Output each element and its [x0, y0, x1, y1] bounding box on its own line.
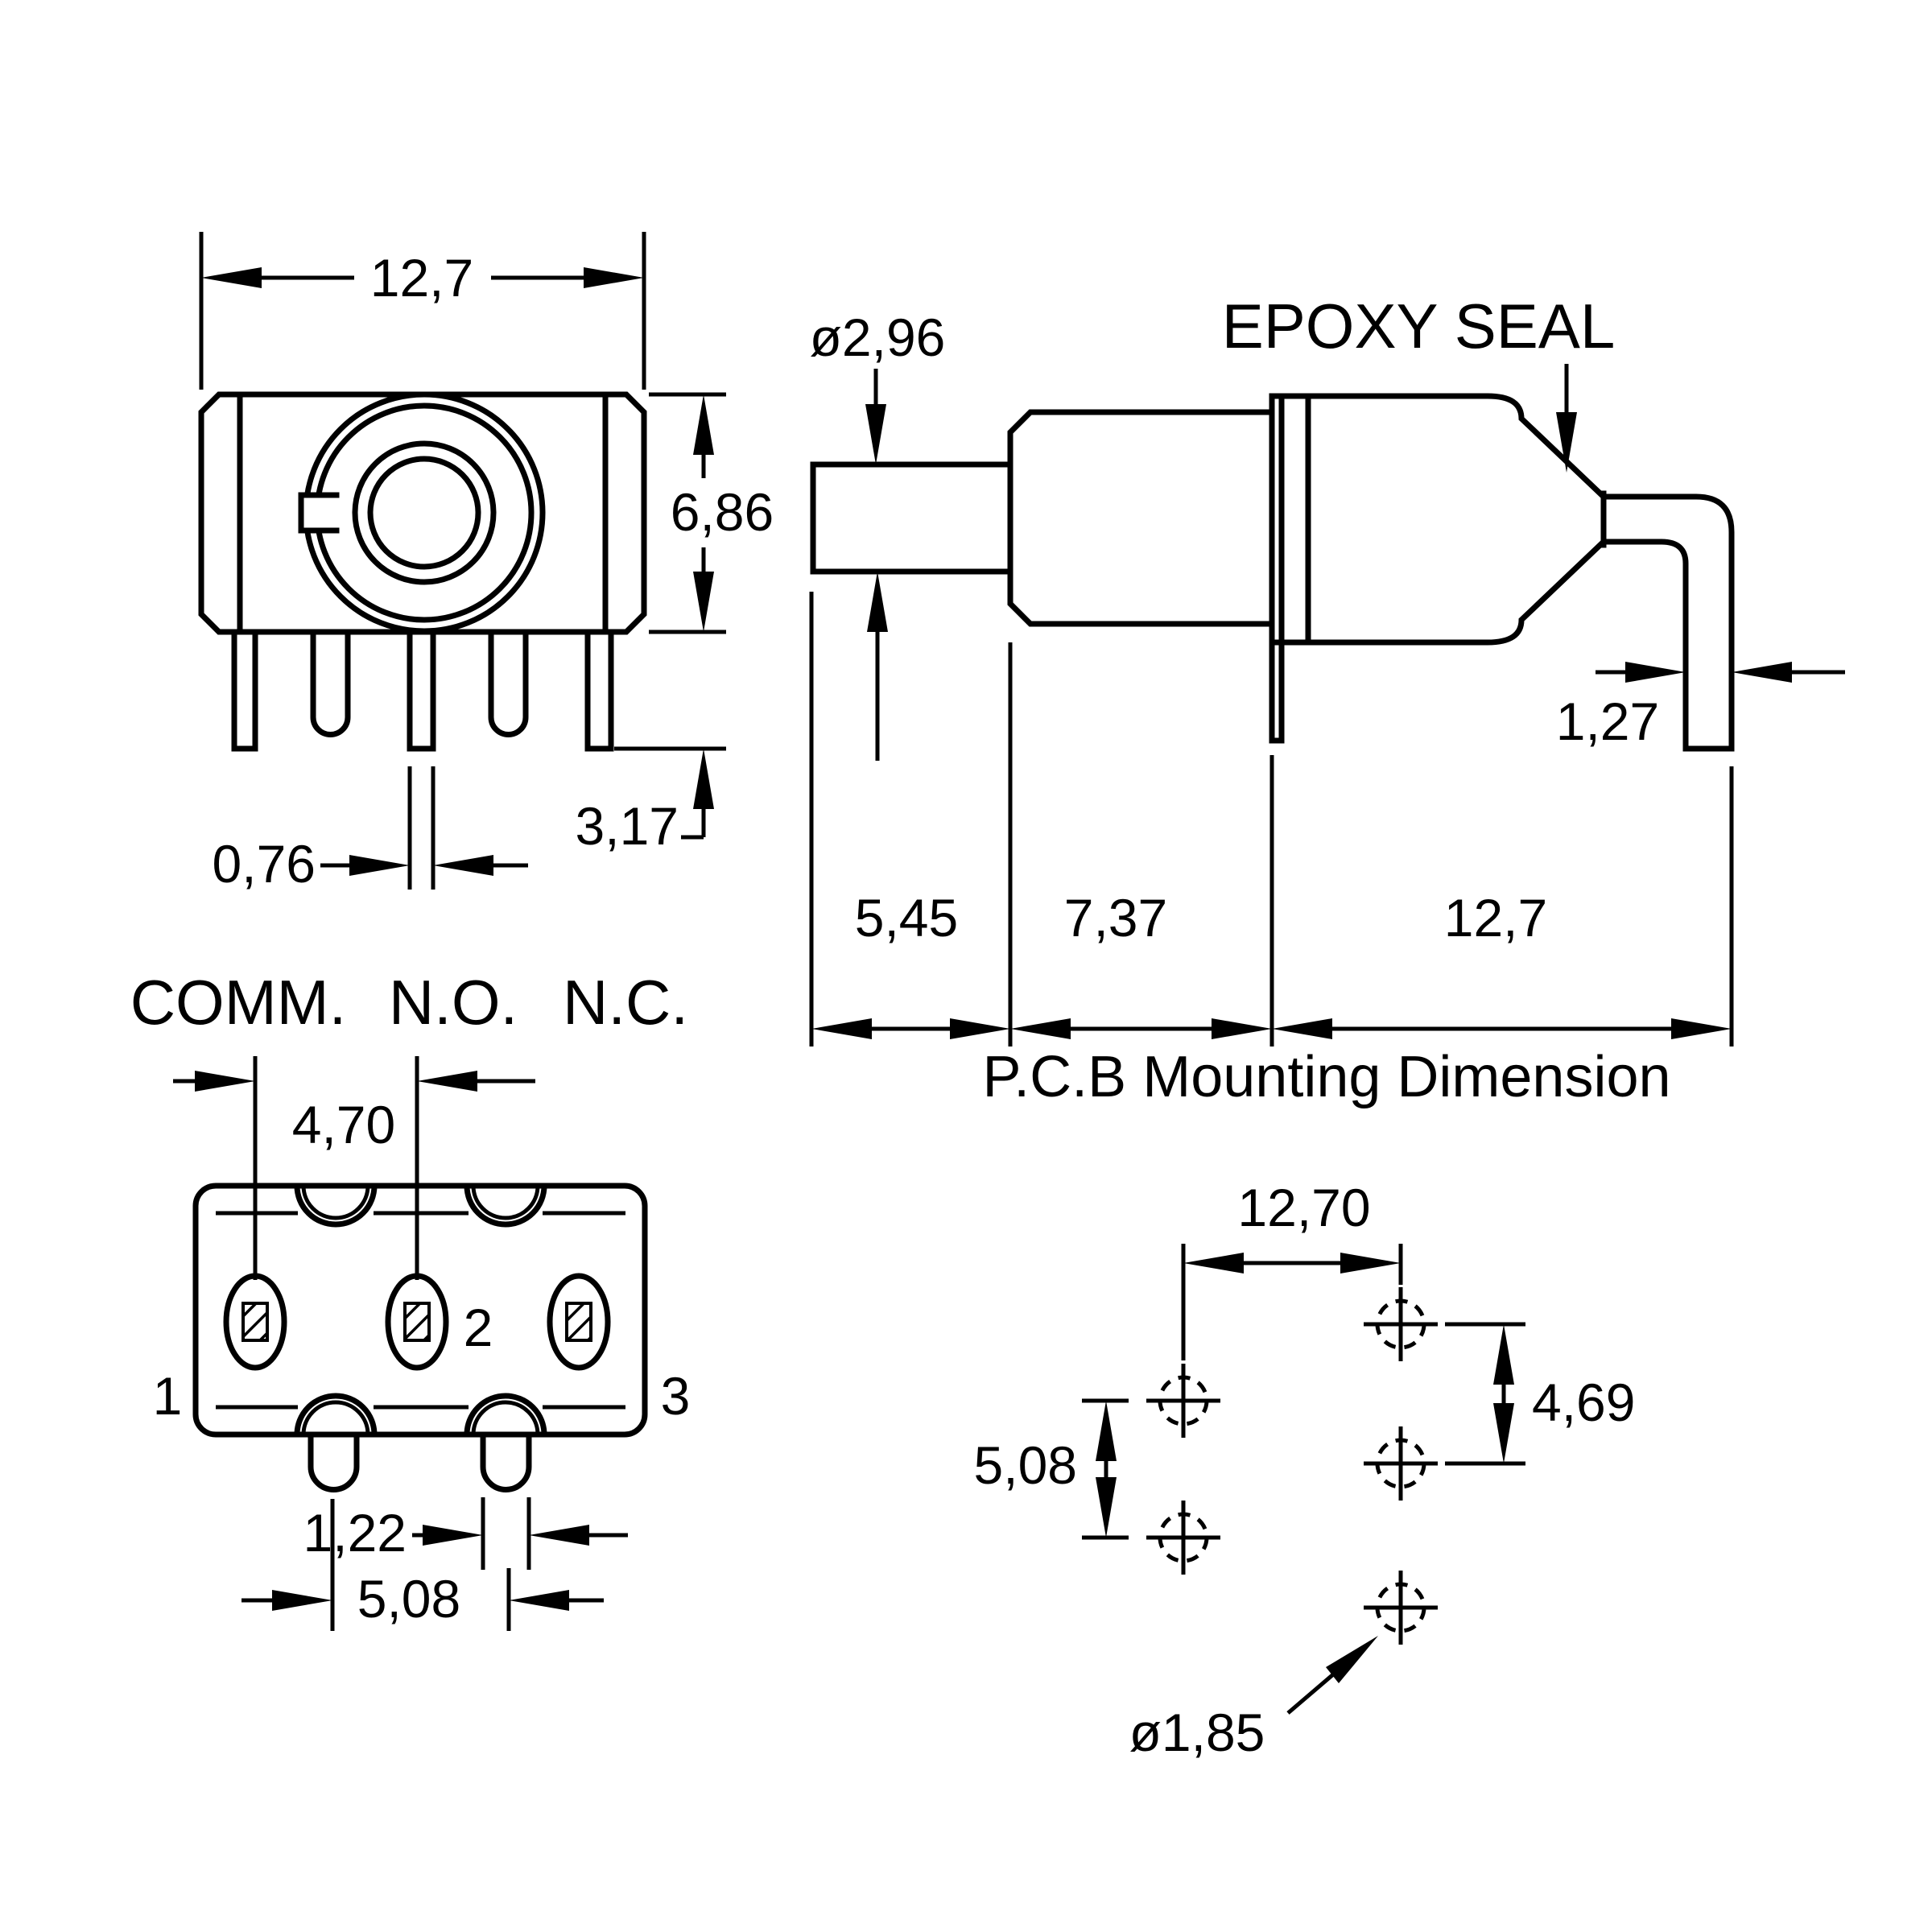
front-dim-pin-length-text: 3,17 — [576, 796, 679, 856]
bottom-view: COMM. N.O. N.C. 4,70 — [130, 967, 691, 1631]
label-no: N.O. — [389, 967, 518, 1038]
bottom-terminal-1 — [223, 1273, 287, 1371]
bottom-body-outline — [192, 1183, 648, 1438]
bottom-pin-1 — [308, 1431, 360, 1492]
pcb-hole-left-top — [1146, 1364, 1220, 1438]
bottom-top-notch-1-inner — [301, 1185, 370, 1220]
side-terminal — [1600, 493, 1735, 752]
front-plunger-inner — [367, 456, 481, 570]
pcb-dim-hole-pitch-horizontal: 12,70 — [1181, 1178, 1403, 1360]
pcb-hole-right-middle — [1364, 1426, 1438, 1501]
front-ring-inner — [314, 402, 535, 623]
front-plunger-outer — [352, 440, 497, 585]
front-body-outline — [198, 391, 647, 635]
label-comm: COMM. — [130, 967, 347, 1038]
pcb-dim-hole-pitch-right-text: 4,69 — [1532, 1373, 1635, 1432]
front-ring-outer — [303, 391, 546, 634]
front-dim-height-text: 6,86 — [671, 482, 774, 542]
label-nc: N.C. — [563, 967, 688, 1038]
front-view: 12,7 6,86 3,17 0,76 — [198, 232, 774, 894]
side-dim-body-length-text: 12,7 — [1444, 888, 1547, 947]
bottom-bottom-notch-2 — [464, 1393, 547, 1438]
side-dim-plunger-length-text: 5,45 — [855, 888, 958, 947]
front-dim-height: 6,86 — [649, 392, 774, 634]
pcb-hole-right-top — [1364, 1287, 1438, 1361]
bottom-dim-pin-width: 1,22 — [303, 1497, 628, 1570]
bottom-dim-pin-pitch: 5,08 — [242, 1499, 604, 1631]
bottom-bottom-notch-2-inner — [471, 1400, 540, 1435]
bottom-dim-pin-width-text: 1,22 — [303, 1503, 407, 1563]
side-dim-plunger-diameter-text: ø2,96 — [810, 308, 946, 367]
front-dim-pin-width: 0,76 — [213, 766, 528, 894]
side-plunger — [810, 461, 1013, 575]
side-body-top — [1269, 393, 1608, 501]
terminal-number-3: 3 — [661, 1366, 691, 1426]
front-keyway-notch — [298, 492, 340, 534]
side-body-bottom — [1269, 538, 1608, 646]
side-dim-terminal-thickness: 1,27 — [1556, 662, 1845, 751]
pcb-hole-left-bottom — [1146, 1501, 1220, 1575]
front-dim-width: 12,7 — [199, 232, 646, 390]
front-pin-4 — [488, 629, 529, 737]
side-dim-terminal-thickness-text: 1,27 — [1556, 691, 1659, 751]
pcb-dim-hole-pitch-left: 5,08 — [974, 1398, 1129, 1540]
epoxy-seal-text: EPOXY SEAL — [1222, 291, 1616, 361]
pcb-hole-right-bottom — [1364, 1571, 1438, 1645]
terminal-number-1: 1 — [153, 1366, 183, 1426]
pcb-title: P.C.B Mounting Dimension — [982, 1045, 1670, 1109]
epoxy-seal-annotation: EPOXY SEAL — [1222, 291, 1616, 473]
terminal-number-2: 2 — [464, 1298, 493, 1357]
side-chain-dimensions: 5,45 7,37 12,7 — [809, 592, 1734, 1046]
side-dim-plunger-diameter: ø2,96 — [810, 308, 946, 761]
bottom-pin-2 — [480, 1431, 532, 1492]
front-pin-2 — [310, 629, 351, 737]
pcb-dim-hole-pitch-right: 4,69 — [1445, 1322, 1635, 1466]
front-dim-pin-length: 3,17 — [576, 746, 726, 856]
bottom-bottom-notch-1 — [294, 1393, 378, 1438]
bottom-terminal-2 — [385, 1273, 449, 1371]
bottom-top-notch-1 — [294, 1183, 378, 1228]
bottom-dim-pin-pitch-text: 5,08 — [357, 1569, 460, 1629]
bottom-bottom-notch-1-inner — [301, 1400, 370, 1435]
pcb-dim-hole-pitch-left-text: 5,08 — [974, 1435, 1077, 1495]
side-bushing — [1007, 409, 1275, 627]
front-pin-1 — [231, 629, 258, 752]
side-view: ø2,96 EPOXY SEAL 1,27 — [809, 291, 1845, 1046]
pcb-dim-hole-diameter: ø1,85 — [1129, 1636, 1378, 1762]
bottom-top-notch-2 — [464, 1183, 547, 1228]
pcb-dim-hole-pitch-horizontal-text: 12,70 — [1237, 1178, 1370, 1237]
pcb-dim-hole-diameter-text: ø1,85 — [1129, 1703, 1265, 1762]
front-dim-pin-width-text: 0,76 — [213, 834, 316, 894]
front-pin-5 — [584, 629, 614, 752]
bottom-top-notch-2-inner — [471, 1185, 540, 1220]
bottom-dim-terminal-pitch: 4,70 — [173, 1056, 535, 1280]
bottom-terminal-3 — [547, 1273, 611, 1371]
side-dim-bushing-length-text: 7,37 — [1064, 888, 1167, 947]
front-dim-width-text: 12,7 — [370, 248, 473, 308]
pcb-view: P.C.B Mounting Dimension — [974, 1045, 1671, 1762]
bottom-dim-terminal-pitch-text: 4,70 — [292, 1095, 395, 1154]
front-pin-3 — [407, 629, 436, 752]
